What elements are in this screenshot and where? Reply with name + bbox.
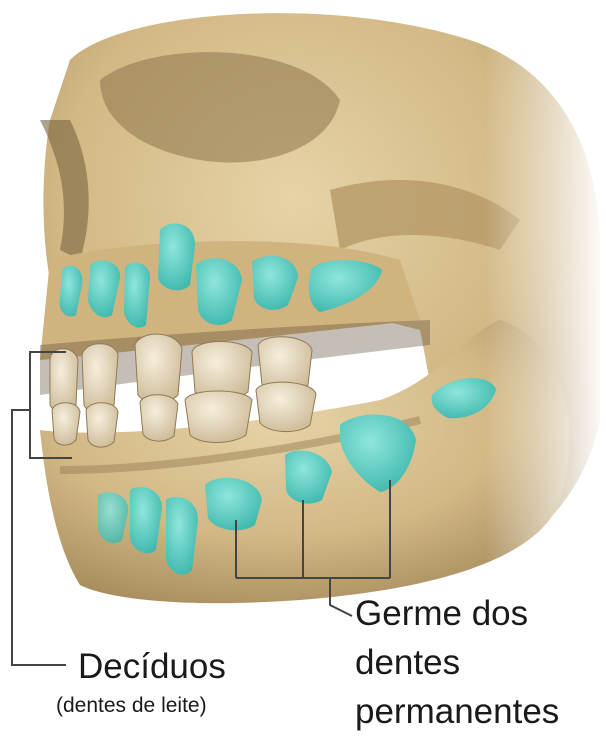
- deciduous-tooth: [86, 403, 118, 447]
- germ: [158, 223, 195, 290]
- deciduous-tooth: [185, 391, 252, 443]
- deciduous-tooth: [135, 334, 182, 402]
- deciduous-tooth: [140, 395, 178, 441]
- deciduous-label: Decíduos: [78, 647, 226, 687]
- germ-label-line-3: permanentes: [355, 692, 559, 732]
- deciduous-tooth: [52, 403, 80, 445]
- germ-label-line-1: Germe dos: [355, 594, 528, 634]
- deciduous-sublabel: (dentes de leite): [56, 694, 207, 718]
- germ: [124, 263, 150, 328]
- germ-label-line-2: dentes: [355, 643, 460, 683]
- deciduous-tooth: [256, 382, 316, 431]
- deciduous-tooth: [82, 344, 118, 413]
